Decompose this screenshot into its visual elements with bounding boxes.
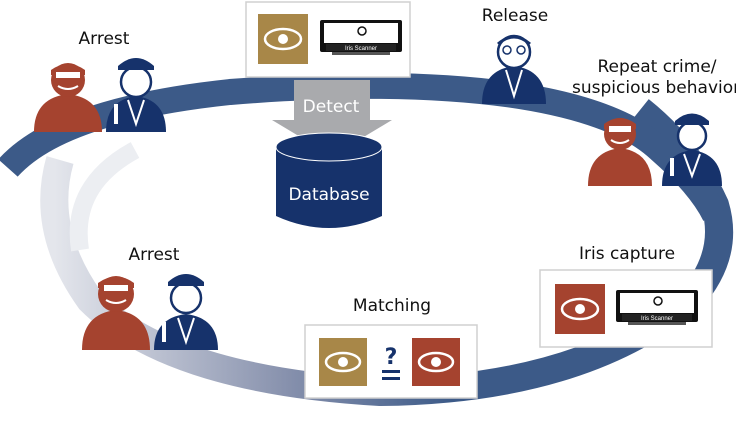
scanner-brand-label: Iris Scanner — [641, 316, 673, 322]
iris-scanner-icon: Iris Scanner — [320, 20, 402, 55]
match-symbol: ? — [382, 345, 400, 380]
arrest-top-label: Arrest — [78, 29, 130, 49]
database-label: Database — [288, 185, 369, 205]
matching-box: ? — [304, 324, 478, 399]
database-icon — [275, 132, 383, 228]
eye-icon — [319, 338, 367, 386]
eye-icon — [258, 14, 308, 64]
person-icon — [588, 118, 652, 186]
scanner-brand-label: Iris Scanner — [345, 46, 377, 52]
arrest-bottom-figures — [82, 274, 218, 350]
person-icon — [34, 63, 102, 132]
eye-icon — [555, 284, 605, 334]
suspicious-behavior-label: suspicious behavior — [572, 78, 736, 98]
detect-source-box: Iris Scanner — [245, 1, 411, 78]
iris-capture-box: Iris Scanner — [539, 269, 713, 348]
question-mark: ? — [385, 345, 398, 370]
repeat-crime-label: Repeat crime/ — [597, 57, 717, 77]
eye-icon — [412, 338, 460, 386]
release-label: Release — [481, 6, 549, 26]
police-officer-icon — [106, 58, 166, 132]
iris-scanner-icon: Iris Scanner — [616, 290, 698, 325]
police-officer-icon — [154, 274, 218, 350]
detect-label: Detect — [303, 97, 360, 117]
person-icon — [82, 276, 150, 350]
police-officer-icon — [662, 113, 722, 186]
matching-label: Matching — [352, 296, 432, 316]
arrest-top-figures — [34, 58, 166, 132]
repeat-crime-figures — [588, 113, 722, 186]
released-person-icon — [482, 34, 546, 104]
arrest-bottom-label: Arrest — [128, 245, 180, 265]
iris-capture-label: Iris capture — [578, 244, 676, 264]
